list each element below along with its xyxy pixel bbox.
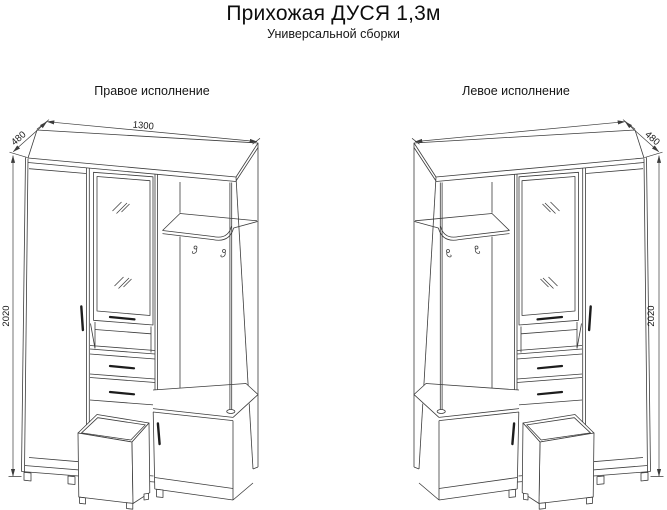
page-title: Прихожая ДУСЯ 1,3м bbox=[226, 2, 441, 25]
left-version-drawing bbox=[414, 130, 651, 509]
dim-depth-value: 480 bbox=[9, 129, 28, 148]
right-version-label: Правое исполнение bbox=[94, 84, 210, 98]
dim-line-width-mirror bbox=[414, 120, 626, 143]
dim-line-depth-mirror bbox=[624, 121, 660, 153]
dim-height-value-mirror: 2020 bbox=[646, 305, 657, 326]
dim-height-value: 2020 bbox=[1, 305, 12, 326]
dim-line-width bbox=[46, 120, 258, 143]
right-version-drawing bbox=[22, 130, 259, 509]
dim-depth-value-mirror: 480 bbox=[643, 129, 662, 148]
dim-line-depth bbox=[12, 121, 48, 153]
left-version-label: Левое исполнение bbox=[462, 84, 570, 98]
page-subtitle: Универсальной сборки bbox=[267, 27, 400, 41]
left-version-dimensions bbox=[411, 119, 664, 477]
right-version-dimensions bbox=[8, 119, 261, 477]
dim-width-value: 1300 bbox=[132, 120, 154, 133]
